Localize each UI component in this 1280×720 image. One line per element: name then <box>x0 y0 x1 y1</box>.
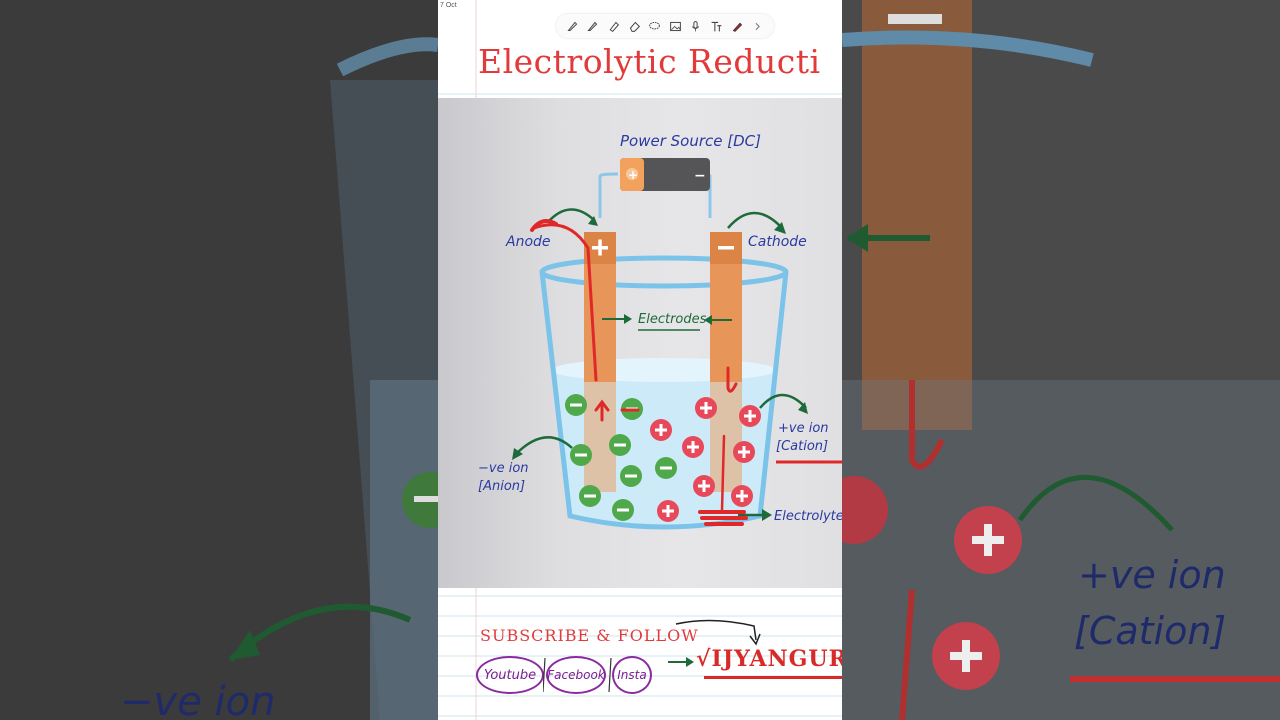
electrolysis-diagram: Power Source [DC] + − <box>438 98 842 588</box>
red-annotation <box>530 219 748 526</box>
anion <box>620 465 642 487</box>
anion <box>612 499 634 521</box>
note-date: 7 Oct <box>440 2 457 9</box>
cation-label: [Cation] <box>776 439 828 454</box>
eraser-icon[interactable] <box>626 18 642 34</box>
cation <box>682 436 704 458</box>
facebook-link[interactable]: Facebook <box>546 656 606 694</box>
cation <box>693 475 715 497</box>
cation-arrow <box>759 393 807 409</box>
cation <box>695 397 717 419</box>
anion <box>579 485 601 507</box>
cation-group <box>650 397 761 522</box>
anion-group <box>565 394 677 521</box>
background-right-label-1: +ve ion <box>1078 553 1226 597</box>
background-left-zoom: −ve ion <box>0 0 438 720</box>
anion <box>655 457 677 479</box>
drawing-toolbar <box>556 14 774 38</box>
note-page: 7 Oct Electrolytic Reducti Power Source … <box>438 0 842 720</box>
background-right-label-2: [Cation] <box>1074 609 1226 653</box>
positive-ion-label: +ve ion <box>778 421 829 436</box>
electrolyte-label: Electrolyte <box>774 509 842 524</box>
image-icon[interactable] <box>667 18 683 34</box>
brand-underline <box>704 676 842 679</box>
anode-arrow <box>547 208 595 223</box>
cation <box>731 485 753 507</box>
anion <box>570 444 592 466</box>
cation <box>733 441 755 463</box>
battery-positive: + <box>628 168 638 182</box>
anion-arrow <box>515 436 573 455</box>
anion-label: [Anion] <box>478 479 525 494</box>
cation <box>739 405 761 427</box>
battery-negative: − <box>694 168 706 184</box>
insta-link[interactable]: Insta <box>612 656 652 694</box>
background-right-zoom: +ve ion [Cation] <box>842 0 1280 720</box>
text-icon[interactable] <box>708 18 724 34</box>
lasso-icon[interactable] <box>647 18 663 34</box>
anion <box>565 394 587 416</box>
power-source-label: Power Source [DC] <box>620 132 761 150</box>
youtube-link[interactable]: Youtube <box>476 656 544 694</box>
anode-electrode <box>584 232 616 492</box>
pen-icon[interactable] <box>564 18 580 34</box>
cathode-electrode <box>710 232 742 492</box>
color-pen-icon[interactable] <box>729 18 745 34</box>
electrodes-label: Electrodes <box>638 312 707 327</box>
mic-icon[interactable] <box>688 18 704 34</box>
negative-ion-label: −ve ion <box>478 461 529 476</box>
cation <box>650 419 672 441</box>
brand-arrow <box>668 657 694 667</box>
cation <box>657 500 679 522</box>
anion <box>609 434 631 456</box>
social-separators <box>543 657 612 693</box>
subscribe-text: SUBSCRIBE & FOLLOW <box>480 626 699 645</box>
marker-icon[interactable] <box>605 18 621 34</box>
beaker-rim <box>539 255 789 289</box>
subscribe-arrow <box>675 619 761 646</box>
cathode-label: Cathode <box>748 234 807 250</box>
cathode-arrow <box>727 211 783 229</box>
page-title: Electrolytic Reducti <box>478 42 821 81</box>
background-left-label: −ve ion <box>120 679 275 720</box>
pencil-icon[interactable] <box>585 18 601 34</box>
brand-name[interactable]: √IJYANGURU <box>696 646 842 672</box>
battery: + − <box>620 158 710 191</box>
anode-label: Anode <box>505 234 551 250</box>
chevron-right-icon[interactable] <box>750 18 766 34</box>
